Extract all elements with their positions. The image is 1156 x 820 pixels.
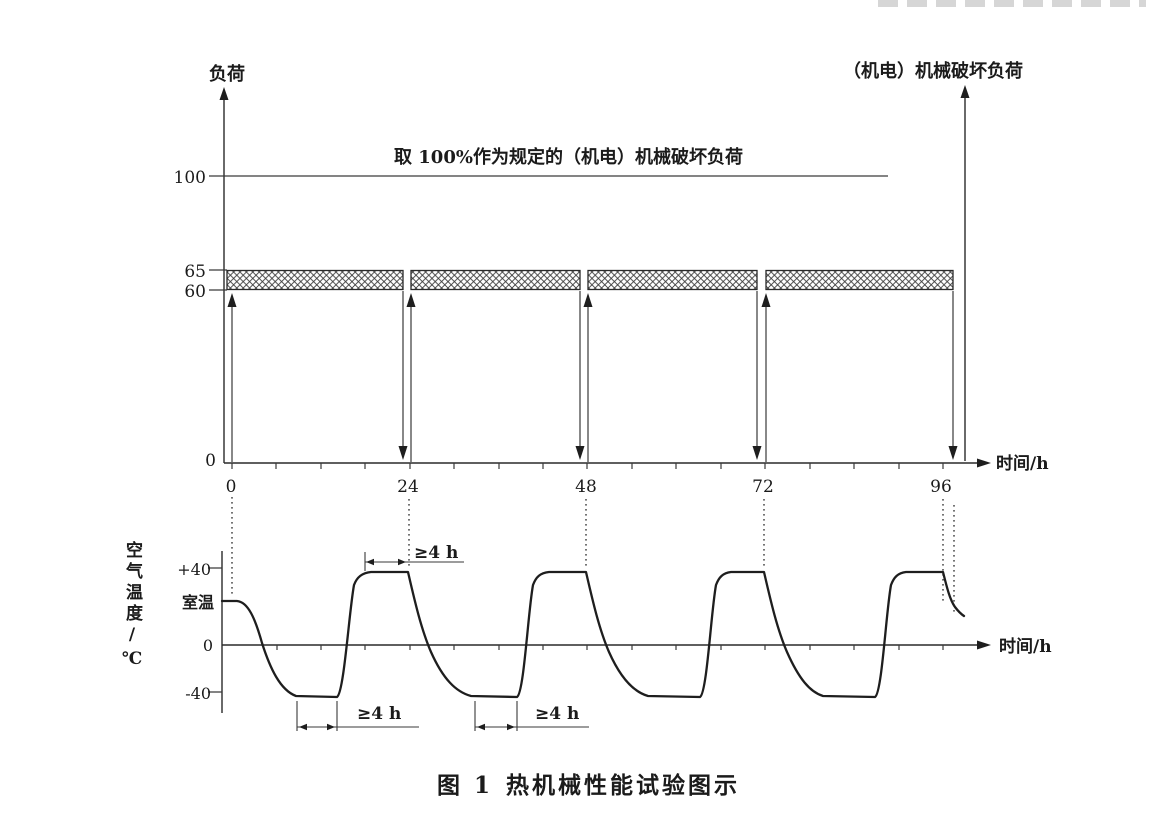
x-tick-72: 72 xyxy=(752,477,774,497)
load-y-axis-arrow-icon xyxy=(219,87,229,100)
up-arrow-icon xyxy=(406,293,416,307)
load-y-ticks xyxy=(209,269,227,291)
load-x-axis-ticks xyxy=(231,463,944,469)
up-arrow-icon xyxy=(761,293,771,307)
reference-note: 取 100%作为规定的（机电）机械破坏负荷 xyxy=(394,146,743,168)
caption-number: 图 1 xyxy=(437,772,493,799)
load-y-axis-title: 负荷 xyxy=(209,63,245,85)
up-arrow-icon xyxy=(227,293,237,307)
y-tick-0: 0 xyxy=(205,451,216,471)
up-arrow-icon xyxy=(583,293,593,307)
load-x-axis-arrow-icon xyxy=(977,458,991,468)
breaking-load-label: （机电）机械破坏负荷 xyxy=(843,60,1023,82)
dim-arrow-right-icon xyxy=(398,558,406,566)
down-arrow-icon xyxy=(575,446,585,460)
dim-arrow-right-icon xyxy=(507,723,515,731)
load-x-axis-title: 时间/h xyxy=(996,453,1049,474)
temp-tick-0: 0 xyxy=(203,636,213,655)
x-tick-96: 96 xyxy=(930,477,952,497)
hold-dimension-cold-2: ≥4 h xyxy=(474,701,589,731)
time-alignment-dotted-lines xyxy=(231,497,955,613)
dim-arrow-left-icon xyxy=(477,723,485,731)
load-apply-arrows xyxy=(227,293,771,462)
x-tick-48: 48 xyxy=(575,477,597,497)
hold-dimension-hot: ≥4 h xyxy=(364,543,464,571)
down-arrow-icon xyxy=(948,446,958,460)
hold-time-label: ≥4 h xyxy=(357,704,401,724)
temp-tick-minus40: -40 xyxy=(185,684,211,703)
temp-x-axis-ticks xyxy=(276,645,944,650)
figure-caption: 图 1 热机械性能试验图示 xyxy=(437,772,740,799)
caption-title: 热机械性能试验图示 xyxy=(506,772,740,799)
x-tick-0: 0 xyxy=(226,477,237,497)
temp-x-axis-arrow-icon xyxy=(977,640,991,650)
down-arrow-icon xyxy=(752,446,762,460)
dim-arrow-left-icon xyxy=(299,723,307,731)
load-band-segment xyxy=(226,269,404,291)
dim-arrow-left-icon xyxy=(366,558,374,566)
down-arrow-icon xyxy=(398,446,408,460)
y-tick-100: 100 xyxy=(174,168,206,188)
breaking-load-arrow-icon xyxy=(960,85,970,98)
hold-time-label: ≥4 h xyxy=(535,704,579,724)
temperature-curve xyxy=(220,570,966,699)
x-tick-24: 24 xyxy=(397,477,419,497)
temp-tick-room: 室温 xyxy=(182,593,214,612)
temp-tick-plus40: +40 xyxy=(177,560,211,579)
hold-dimension-cold-1: ≥4 h xyxy=(296,701,419,731)
y-tick-60: 60 xyxy=(184,282,206,302)
temperature-chart: 时间/h +40 室温 0 -40 ≥4 h ≥ xyxy=(177,543,1052,731)
load-chart: 负荷 时间/h 100 取 100%作为规定的（机电）机械破坏负荷 65 60 … xyxy=(174,60,1049,497)
dim-arrow-right-icon xyxy=(327,723,335,731)
load-band-segment xyxy=(765,269,954,291)
temp-y-axis-label: 空气温度/℃ xyxy=(122,541,142,673)
load-band-segment xyxy=(587,269,758,291)
load-band-segment xyxy=(410,269,581,291)
cropped-header-remnant xyxy=(878,0,1146,7)
hold-time-label: ≥4 h xyxy=(414,543,458,563)
temp-y-ticks xyxy=(208,567,222,693)
y-tick-65: 65 xyxy=(184,262,206,282)
load-band xyxy=(226,269,954,291)
temp-x-axis-title: 时间/h xyxy=(999,636,1052,657)
load-removal-arrows xyxy=(398,291,958,460)
